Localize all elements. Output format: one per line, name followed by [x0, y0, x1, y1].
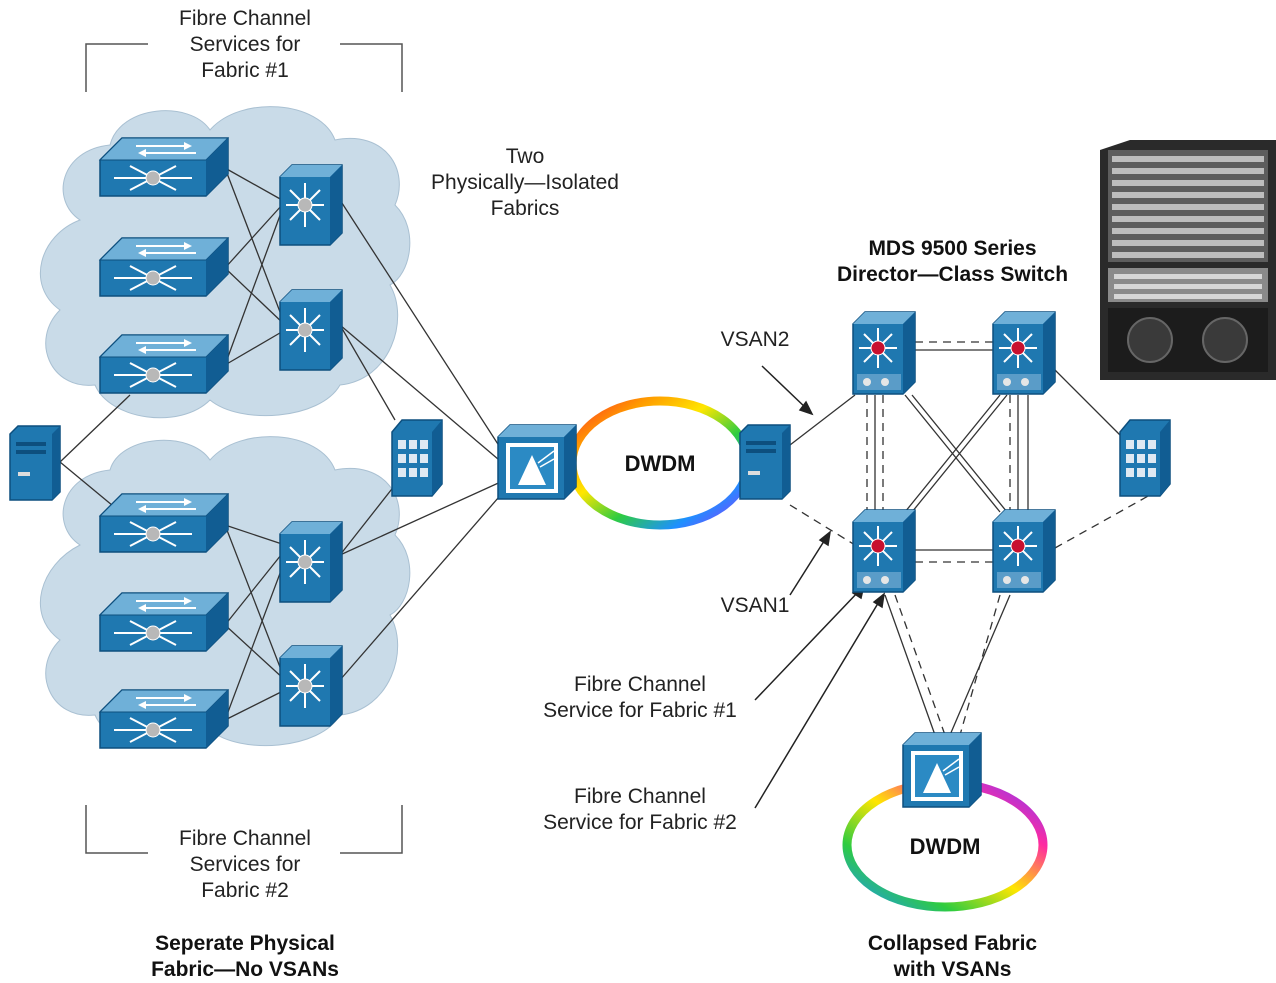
director-switch-icon — [279, 164, 343, 246]
server-icon — [9, 425, 61, 501]
fabric-switch-icon — [99, 334, 229, 394]
dwdm-ring-left: DWDM — [567, 396, 753, 530]
mds-director-icon — [992, 509, 1056, 593]
label-line: Fabric #2 — [201, 879, 289, 902]
pointer-arrows — [754, 365, 886, 809]
mds-director-icon — [852, 509, 916, 593]
label-line: Seperate Physical — [155, 932, 335, 955]
storage-array-icon — [391, 419, 443, 497]
fabric-1-bracket — [85, 43, 403, 92]
label-line: Fibre Channel — [179, 7, 311, 30]
mds-director-icon — [852, 311, 916, 395]
vsan1-label: VSAN1 — [720, 594, 790, 617]
storage-array-icon — [1119, 419, 1171, 497]
label-line: Fibre Channel — [574, 673, 706, 696]
fabric-switch-icon — [99, 493, 229, 553]
label-line: Fabrics — [490, 197, 560, 220]
label-line: Services for — [189, 853, 301, 876]
vsan-dashed-links — [789, 341, 1151, 736]
dwdm-bottom-label: DWDM — [910, 834, 981, 859]
vsan2-label: VSAN2 — [720, 328, 790, 351]
label-line: MDS 9500 Series — [868, 237, 1037, 260]
fc-service-fabric2-label: Fibre Channel Service for Fabric #2 — [515, 784, 765, 836]
label-line: Services for — [189, 33, 301, 56]
label-line: Fibre Channel — [179, 827, 311, 850]
fabric-2-bracket — [85, 805, 403, 854]
left-caption: Seperate Physical Fabric—No VSANs — [115, 931, 375, 983]
label-line: Physically—Isolated — [431, 171, 619, 194]
mds-chassis-photo — [1100, 140, 1276, 380]
two-isolated-fabrics-label: Two Physically—Isolated Fabrics — [400, 144, 650, 222]
fabric-switch-icon — [99, 689, 229, 749]
label-line: with VSANs — [893, 958, 1012, 981]
label-line: Fabric—No VSANs — [151, 958, 339, 981]
label-line: Fabric #1 — [201, 59, 289, 82]
server-icon — [739, 424, 791, 500]
label-line: Service for Fabric #1 — [543, 699, 737, 722]
label-line: Director—Class Switch — [836, 263, 1069, 286]
label-line: Service for Fabric #2 — [543, 811, 737, 834]
right-caption: Collapsed Fabric with VSANs — [830, 931, 1075, 983]
dwdm-optical-icon — [497, 424, 577, 500]
label-line: Two — [505, 145, 545, 168]
fabric-links — [59, 167, 506, 721]
fabric-switch-icon — [99, 137, 229, 197]
director-switch-icon — [279, 521, 343, 603]
fc-services-fabric2-label: Fibre Channel Services for Fabric #2 — [140, 826, 350, 904]
fabric-switch-icon — [99, 592, 229, 652]
dwdm-optical-icon — [902, 732, 982, 808]
mds-director-icon — [992, 311, 1056, 395]
label-line: Collapsed Fabric — [867, 932, 1038, 955]
label-line: Fibre Channel — [574, 785, 706, 808]
fabric-switch-icon — [99, 237, 229, 297]
dwdm-left-label: DWDM — [625, 451, 696, 476]
vsan-solid-links — [789, 349, 1121, 736]
director-switch-icon — [279, 645, 343, 727]
fc-services-fabric1-label: Fibre Channel Services for Fabric #1 — [140, 6, 350, 84]
director-switch-icon — [279, 289, 343, 371]
fc-service-fabric1-label: Fibre Channel Service for Fabric #1 — [515, 672, 765, 724]
mds-series-title: MDS 9500 Series Director—Class Switch — [800, 236, 1105, 288]
